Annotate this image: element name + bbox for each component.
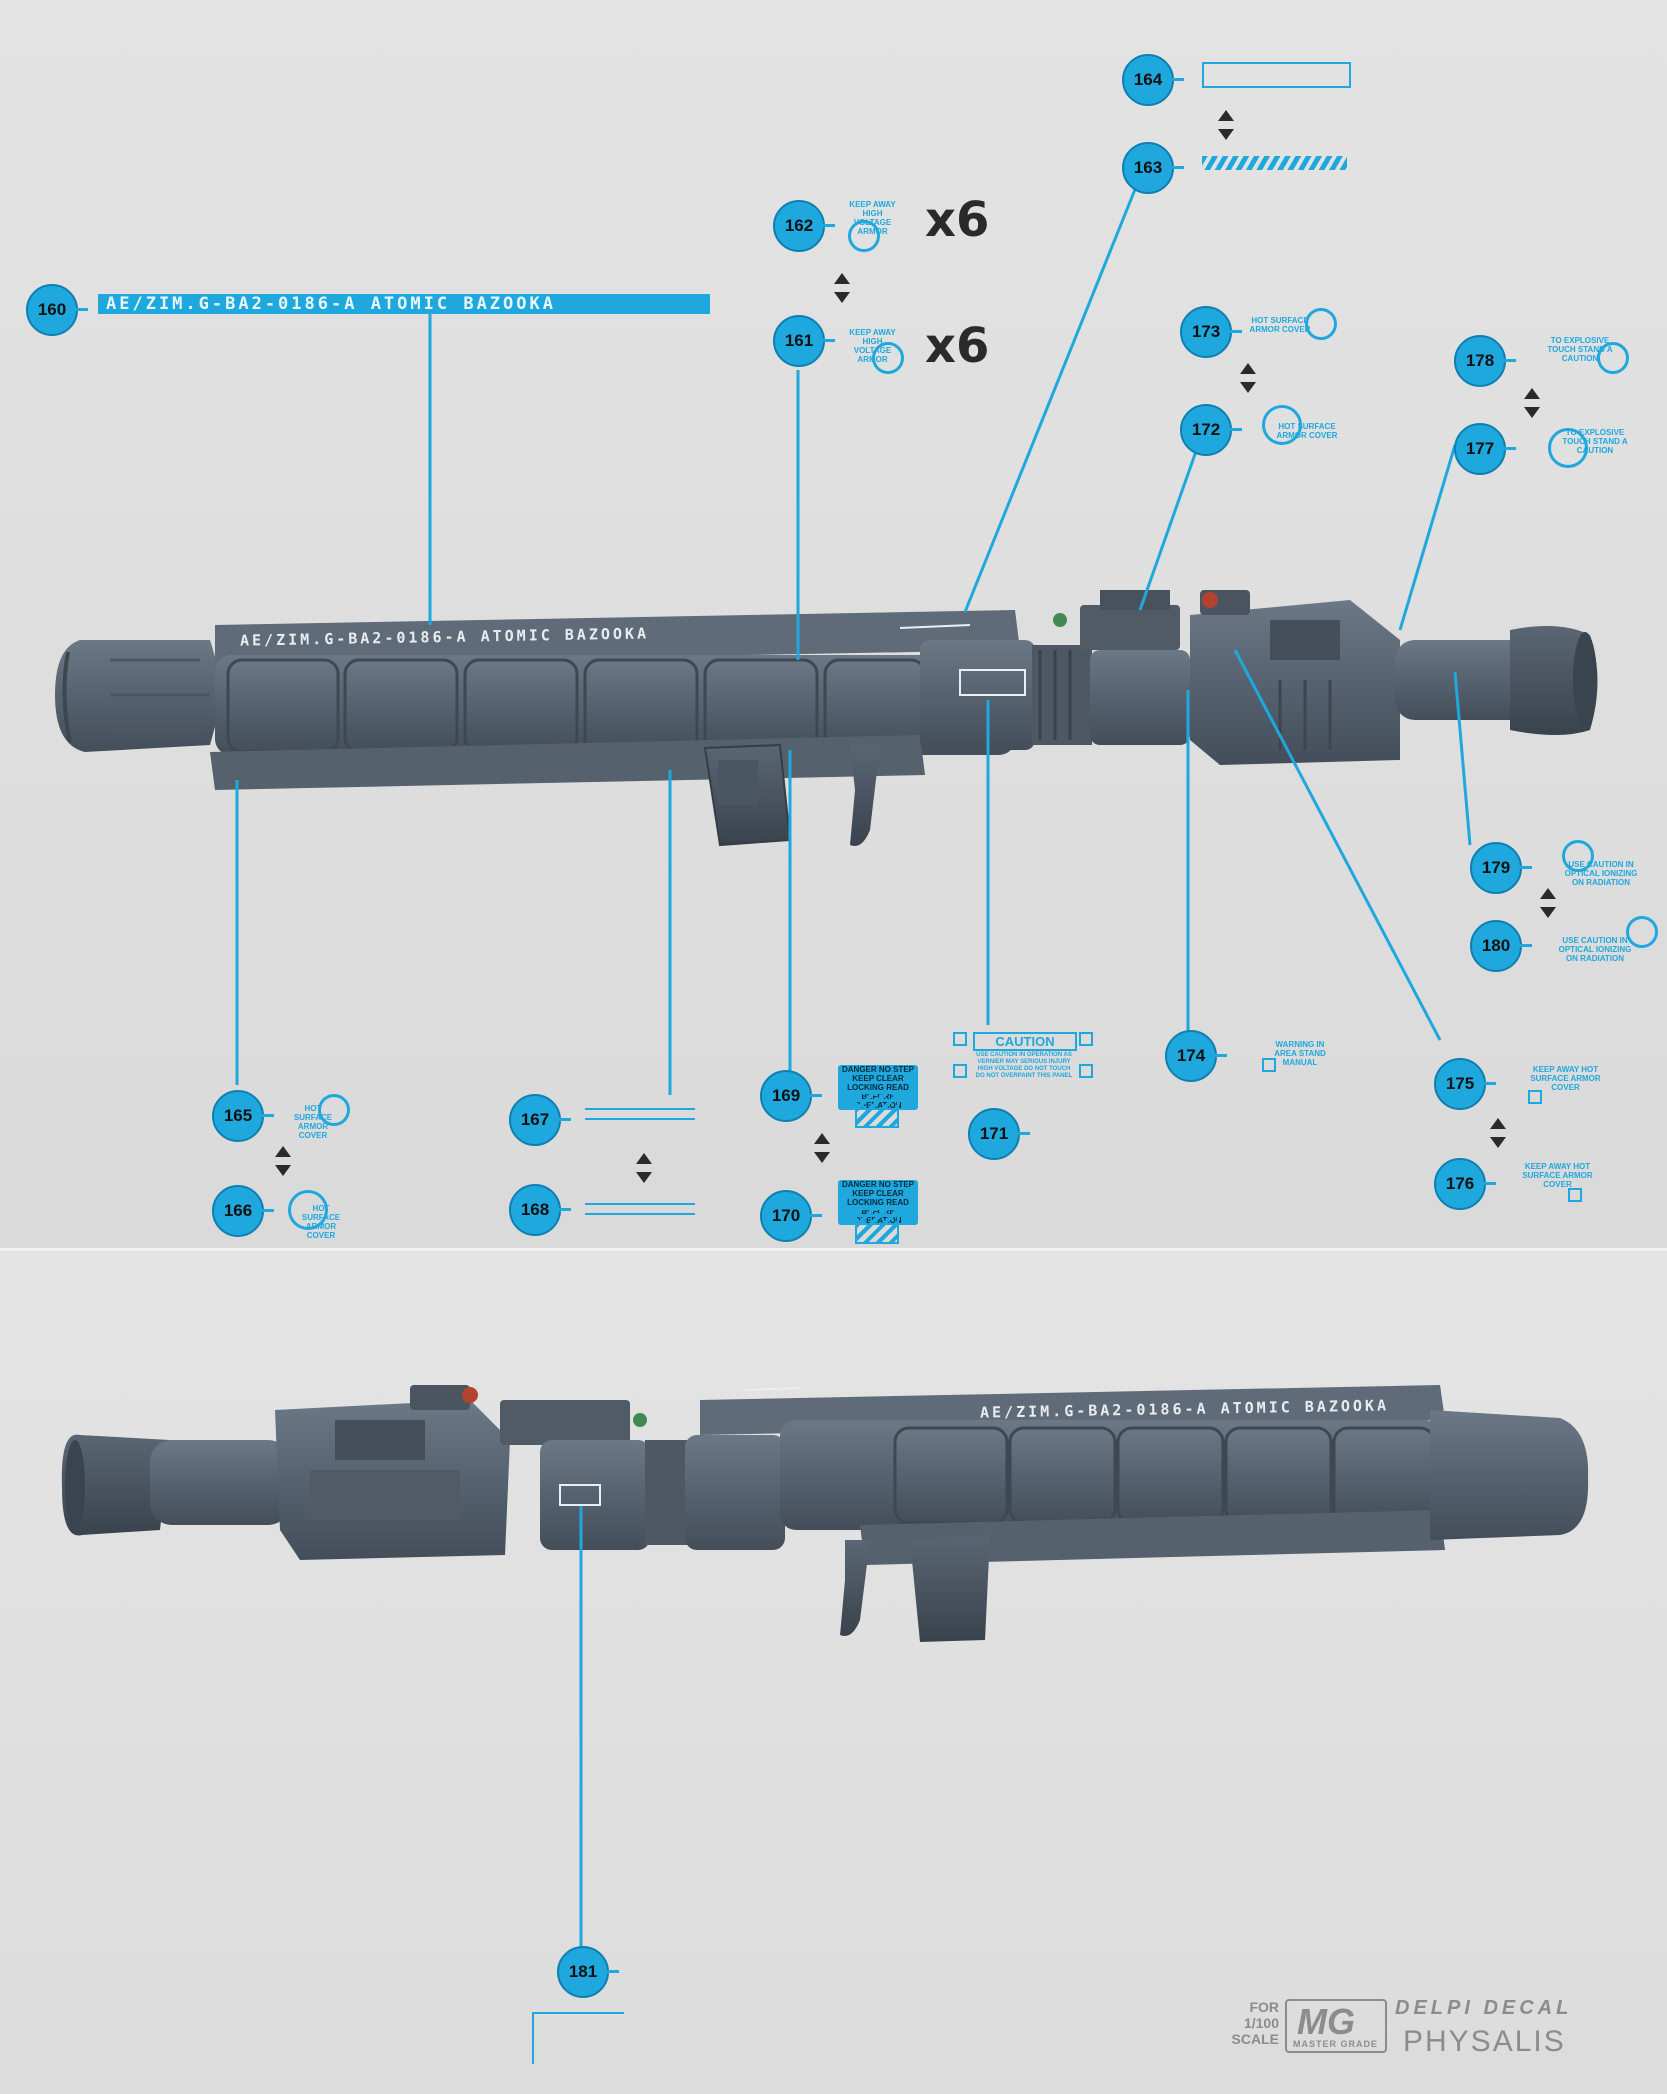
qty-162: x6: [925, 192, 990, 248]
decal-163-strip: [1202, 156, 1347, 170]
swap-arrows-161-162: [834, 273, 850, 303]
product-name: PHYSALIS: [1403, 2025, 1566, 2058]
swap-arrows-163-164: [1218, 110, 1234, 140]
decal-165-ring: [318, 1094, 350, 1126]
decal-174-label: WARNING IN AREA STAND MANUAL: [1274, 1040, 1326, 1067]
swap-arrows-177-178: [1524, 388, 1540, 418]
badge-160: 160: [26, 284, 88, 336]
swap-arrows-175-176: [1490, 1118, 1506, 1148]
caution-title: CAUTION: [973, 1032, 1077, 1051]
decal-178-label: TO EXPLOSIVE TOUCH STAND A CAUTION: [1547, 336, 1613, 363]
badge-177: 177: [1454, 423, 1516, 475]
badge-172: 172: [1180, 404, 1242, 456]
decal-166-label: HOT SURFACE ARMOR COVER: [301, 1204, 341, 1240]
decal-173-label: HOT SURFACE ARMOR COVER: [1249, 316, 1311, 334]
brand-block: FOR 1/100 SCALE MG MASTER GRADE DELPI DE…: [1223, 1985, 1623, 2065]
badge-166: 166: [212, 1185, 274, 1237]
decal-177-label: TO EXPLOSIVE TOUCH STAND A CAUTION: [1562, 428, 1628, 455]
badge-179: 179: [1470, 842, 1532, 894]
badge-167: 167: [509, 1094, 571, 1146]
decal-173-ring: [1305, 308, 1337, 340]
decal-161-ring: [872, 342, 904, 374]
caution-text: USE CAUTION IN OPERATION AS VERNIER MAY …: [975, 1052, 1073, 1079]
decal-180-ring: [1626, 916, 1658, 948]
leader-lines: [235, 181, 1472, 1950]
badge-174: 174: [1165, 1030, 1227, 1082]
badge-164: 164: [1122, 54, 1184, 106]
top-bazooka: [55, 590, 1598, 847]
swap-arrows-167-168: [636, 1153, 652, 1183]
mg-logo: MG MASTER GRADE: [1285, 1999, 1387, 2053]
scale-for: FOR: [1249, 1999, 1279, 2015]
mg-logo-sub: MASTER GRADE: [1293, 2039, 1379, 2049]
swap-arrows-172-173: [1240, 363, 1256, 393]
swap-arrows-165-166: [275, 1146, 291, 1176]
gun-markings: [559, 624, 1026, 1506]
badge-169: 169: [760, 1070, 822, 1122]
decal-171-caution-panel: CAUTION USE CAUTION IN OPERATION AS VERN…: [953, 1032, 1093, 1079]
swap-arrows-169-170: [814, 1133, 830, 1163]
decal-164-strip: [1202, 62, 1351, 88]
decal-176-label: KEEP AWAY HOT SURFACE ARMOR COVER: [1522, 1162, 1593, 1189]
badge-162: 162: [773, 200, 835, 252]
badge-170: 170: [760, 1190, 822, 1242]
decal-167-strip: [585, 1108, 695, 1120]
scale-word: SCALE: [1231, 2031, 1279, 2047]
badge-181: 181: [557, 1946, 619, 1998]
decal-179-ring: [1562, 840, 1594, 872]
decal-166-ring: [288, 1190, 328, 1230]
decal-165-label: HOT SURFACE ARMOR COVER: [293, 1104, 333, 1140]
decal-177-ring: [1548, 428, 1588, 468]
decal-174-box: [1262, 1058, 1276, 1072]
decal-180-label: USE CAUTION IN OPTICAL IONIZING ON RADIA…: [1558, 936, 1632, 963]
company-name: DELPI DECAL: [1395, 1997, 1573, 2019]
decal-170-hatch: [855, 1208, 899, 1244]
mg-logo-text: MG: [1297, 2001, 1355, 2042]
badge-175: 175: [1434, 1058, 1496, 1110]
bottom-bazooka: [61, 1385, 1589, 1642]
swap-arrows-179-180: [1540, 888, 1556, 918]
scale-label: FOR 1/100 SCALE: [1223, 1999, 1279, 2047]
badge-163: 163: [1122, 142, 1184, 194]
qty-161: x6: [925, 318, 990, 374]
badge-161: 161: [773, 315, 835, 367]
badge-168: 168: [509, 1184, 571, 1236]
badge-173: 173: [1180, 306, 1242, 358]
decal-172-ring: [1262, 405, 1302, 445]
decal-160-strip: AE/ZIM.G-BA2-0186-A ATOMIC BAZOOKA: [98, 294, 710, 314]
decal-176-box: [1568, 1188, 1582, 1202]
decal-178-ring: [1597, 342, 1629, 374]
badge-176: 176: [1434, 1158, 1496, 1210]
decal-179-label: USE CAUTION IN OPTICAL IONIZING ON RADIA…: [1564, 860, 1638, 887]
decal-168-strip: [585, 1203, 695, 1215]
badge-178: 178: [1454, 335, 1516, 387]
decal-169-hatch: [855, 1092, 899, 1128]
badge-165: 165: [212, 1090, 274, 1142]
decal-181-panel: [532, 2012, 624, 2064]
decal-175-label: KEEP AWAY HOT SURFACE ARMOR COVER: [1530, 1065, 1601, 1092]
badge-171: 171: [968, 1108, 1030, 1160]
decal-175-box: [1528, 1090, 1542, 1104]
scale-ratio: 1/100: [1243, 2015, 1279, 2031]
decal-162-ring: [848, 220, 880, 252]
badge-180: 180: [1470, 920, 1532, 972]
decal-172-label: HOT SURFACE ARMOR COVER: [1276, 422, 1338, 440]
